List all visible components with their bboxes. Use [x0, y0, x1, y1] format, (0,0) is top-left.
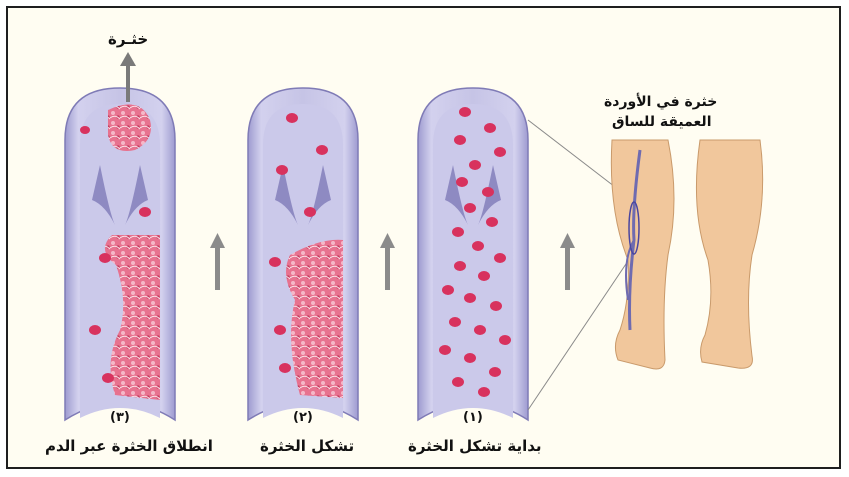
vein-stage-3	[65, 88, 175, 420]
leg-title-line1: خثرة في الأوردة	[604, 94, 717, 110]
clot-label: خثـرة	[108, 30, 148, 48]
legs-illustration	[611, 140, 762, 369]
leg-title-line2: العميقة للساق	[612, 114, 712, 130]
vein-stage-2	[248, 88, 358, 420]
up-arrow-icon	[380, 233, 395, 290]
stage-number-1: (١)	[463, 410, 483, 425]
stage-number-3: (٣)	[110, 410, 130, 425]
stage-caption-2: تشكل الخثرة	[260, 437, 354, 455]
stage-number-2: (٢)	[293, 410, 313, 425]
stage-caption-3: انطلاق الخثرة عبر الدم	[45, 437, 213, 455]
up-arrow-icon	[560, 233, 575, 290]
stage-caption-1: بداية تشكل الخثرة	[408, 437, 542, 455]
vein-stage-1	[418, 88, 528, 420]
up-arrow-icon	[210, 233, 225, 290]
